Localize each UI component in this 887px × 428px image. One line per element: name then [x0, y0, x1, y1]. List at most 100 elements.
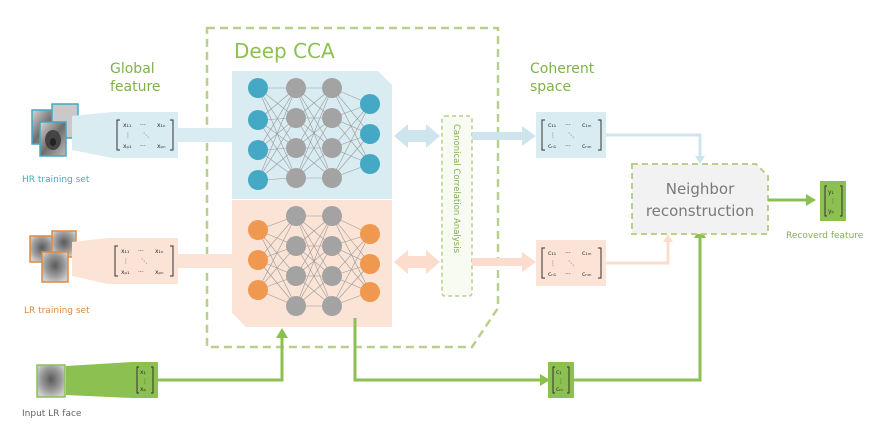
- lr-cca-double-arrow: [394, 250, 440, 274]
- svg-text:cₙₘ: cₙₘ: [582, 271, 592, 278]
- hr-connection: [257, 87, 297, 181]
- hr-input-node: [248, 78, 268, 98]
- input-lr-face-label: Input LR face: [22, 409, 82, 419]
- lr-output-node: [360, 254, 380, 274]
- network-nodes: [248, 78, 380, 316]
- hr-connection: [295, 87, 333, 179]
- deep-cca-container: [205, 26, 500, 349]
- svg-text:···: ···: [565, 143, 571, 150]
- hr-global-feature-matrix: [112, 112, 178, 158]
- neighbor-label-line2: reconstruction: [646, 202, 754, 220]
- lr-face-images: [29, 230, 77, 283]
- lr-to-network-link: [178, 254, 236, 268]
- lr-input-node: [248, 220, 268, 240]
- global-feature-label-line2: feature: [110, 79, 161, 95]
- lr-connection: [295, 215, 333, 277]
- hr-face-images: [31, 103, 79, 157]
- neighbor-label-line1: Neighbor: [666, 180, 735, 198]
- svg-text:···: ···: [565, 271, 571, 278]
- lr-training-set-label: LR training set: [24, 306, 90, 316]
- hr-output-node: [360, 154, 380, 174]
- svg-text:xₚ: xₚ: [140, 386, 147, 393]
- cca-box: [441, 115, 473, 297]
- svg-text:···: ···: [138, 269, 144, 276]
- lr-global-feature-matrix: [108, 238, 178, 284]
- svg-text:⋱: ⋱: [141, 258, 147, 265]
- hr-hidden-node: [286, 168, 306, 188]
- input-feature-vector: [132, 362, 158, 398]
- hr-output-node: [360, 124, 380, 144]
- input-flow-arrows: [158, 236, 702, 382]
- svg-text:xₚ₁: xₚ₁: [123, 143, 132, 150]
- lr-coherent-matrix-symbol: c₁₁ ··· c₁ₘ ⋮ ⋱ cₙ₁ ··· cₙₘ: [541, 247, 602, 279]
- hr-coherent-arrow: [472, 126, 536, 146]
- svg-text:⋮: ⋮: [125, 132, 131, 139]
- deep-cca-title: Deep CCA: [234, 39, 335, 63]
- lr-connection: [295, 215, 333, 307]
- coherent-space-label-line1: Coherent: [530, 61, 595, 77]
- hr-matrix-symbol: x₁₁ ··· x₁ₙ ⋮ ⋱ xₚ₁ ··· xₚₙ: [116, 119, 174, 151]
- svg-text:c₁: c₁: [556, 369, 562, 376]
- input-vector-symbol: x₁ ⋮ xₚ: [136, 366, 154, 394]
- svg-text:x₁: x₁: [140, 369, 147, 376]
- hr-connection: [257, 87, 297, 179]
- hr-feature-funnel: [72, 112, 112, 158]
- svg-text:cₘ: cₘ: [556, 386, 563, 393]
- hr-training-set-label: HR training set: [22, 175, 90, 185]
- svg-text:···: ···: [565, 250, 571, 257]
- input-lr-face-image: [36, 364, 66, 398]
- svg-text:···: ···: [138, 248, 144, 255]
- svg-text:x₁ₙ: x₁ₙ: [157, 122, 166, 129]
- svg-text:x₁₁: x₁₁: [123, 122, 132, 129]
- lr-matrix-symbol: x₁₁ ··· x₁ₙ ⋮ ⋱ xₚ₁ ··· xₚₙ: [114, 245, 174, 277]
- svg-text:···: ···: [140, 122, 146, 129]
- input-feature-funnel: [66, 362, 132, 398]
- svg-text:···: ···: [140, 143, 146, 150]
- hr-hidden-node: [322, 78, 342, 98]
- hr-connection: [295, 117, 333, 179]
- lr-connection: [331, 215, 371, 293]
- lr-network-panel: [232, 200, 392, 327]
- hr-hidden-node: [286, 138, 306, 158]
- lr-connection: [331, 233, 371, 307]
- svg-text:c₁₁: c₁₁: [548, 122, 557, 129]
- hr-hidden-node: [322, 138, 342, 158]
- hr-hidden-node: [286, 108, 306, 128]
- hr-coherent-matrix: [536, 112, 606, 158]
- svg-text:cₙₘ: cₙₘ: [582, 143, 592, 150]
- lr-hidden-node: [286, 266, 306, 286]
- hr-connection: [257, 87, 297, 151]
- svg-text:⋮: ⋮: [830, 198, 836, 205]
- svg-text:c₁₁: c₁₁: [548, 250, 557, 257]
- svg-text:c₁ₘ: c₁ₘ: [582, 122, 592, 129]
- hr-hidden-node: [322, 168, 342, 188]
- hr-to-neighbor-arrowhead: [695, 156, 705, 164]
- hr-input-node: [248, 170, 268, 190]
- input-coherent-vector-symbol: c₁ ⋮ cₘ: [552, 366, 570, 394]
- recovered-vector-symbol: y₁ ⋮ yₚ: [824, 185, 843, 217]
- lr-connection: [257, 215, 297, 291]
- lr-output-node: [360, 282, 380, 302]
- lr-coherent-matrix: [536, 240, 606, 286]
- hr-cca-double-arrow: [394, 124, 440, 148]
- lr-input-node: [248, 280, 268, 300]
- svg-text:⋮: ⋮: [558, 378, 564, 385]
- hr-input-node: [248, 110, 268, 130]
- svg-text:c₁ₘ: c₁ₘ: [582, 250, 592, 257]
- input-coherent-vector: [548, 362, 574, 398]
- hr-to-network-link: [178, 128, 236, 142]
- svg-text:⋱: ⋱: [568, 132, 574, 139]
- hr-input-node: [248, 140, 268, 160]
- lr-hidden-node: [286, 296, 306, 316]
- lr-output-node: [360, 224, 380, 244]
- lr-connection: [295, 245, 333, 307]
- hr-coherent-matrix-symbol: c₁₁ ··· c₁ₘ ⋮ ⋱ cₙ₁ ··· cₙₘ: [541, 119, 602, 151]
- lr-hidden-node: [322, 296, 342, 316]
- lr-input-node: [248, 250, 268, 270]
- output-arrowhead: [806, 194, 816, 206]
- hr-output-node: [360, 94, 380, 114]
- cca-label: Canonical Correlation Analysis: [451, 124, 461, 254]
- svg-text:⋱: ⋱: [143, 132, 149, 139]
- svg-text:cₙ₁: cₙ₁: [548, 143, 557, 150]
